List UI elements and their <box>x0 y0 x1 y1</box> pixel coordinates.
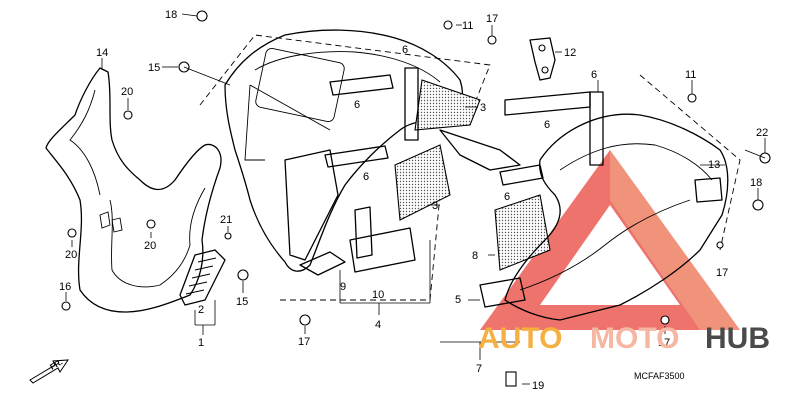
bracket-12[interactable] <box>529 37 556 81</box>
callout-11-top: 11 <box>462 20 473 32</box>
bolt-17-bottom[interactable] <box>299 314 311 326</box>
ref-box-upper <box>199 34 491 116</box>
bolt-21[interactable] <box>224 232 232 240</box>
rubber-strip-6a[interactable] <box>329 74 394 96</box>
callout-16: 16 <box>59 281 71 293</box>
bolt-17-lower[interactable] <box>660 315 670 325</box>
callout-15-left: 15 <box>148 62 160 74</box>
callout-19: 19 <box>532 380 544 392</box>
callout-labels: 18 11 17 12 15 14 20 6 6 3 6 6 11 22 13 … <box>59 9 768 392</box>
bolt-18-top[interactable] <box>196 10 208 22</box>
callout-6b: 6 <box>354 99 360 111</box>
callout-18-top: 18 <box>165 9 177 21</box>
rubber-strip-6b[interactable] <box>404 67 419 141</box>
bolt-19[interactable] <box>505 371 517 387</box>
callout-2: 2 <box>198 304 204 316</box>
bolt-20-mid[interactable] <box>146 219 156 229</box>
callout-10: 10 <box>372 289 384 301</box>
watermark-hub: HUB <box>705 322 770 355</box>
rubber-strip-6f[interactable] <box>499 164 544 186</box>
callout-3-lower: 3 <box>432 200 438 212</box>
callout-8: 8 <box>472 250 478 262</box>
callout-12: 12 <box>564 47 576 59</box>
watermark-auto: AUTO <box>478 322 562 355</box>
callout-6c: 6 <box>363 171 369 183</box>
callout-6d: 6 <box>591 69 597 81</box>
callout-5: 5 <box>455 294 461 306</box>
insulator-8[interactable] <box>494 194 551 271</box>
callout-3-upper: 3 <box>480 102 486 114</box>
bolt-18-right[interactable] <box>752 199 764 211</box>
diagram-code: MCFAF3500 <box>634 371 685 381</box>
callout-17-lower: 17 <box>658 337 670 349</box>
bolt-16[interactable] <box>61 301 71 311</box>
rubber-strip-6c[interactable] <box>324 145 389 168</box>
insulator-3-upper[interactable] <box>414 79 481 131</box>
callout-17-top: 17 <box>486 13 498 25</box>
front-direction-arrow: FR. <box>29 357 69 384</box>
callout-14: 14 <box>96 47 108 59</box>
watermark-moto: MOTO <box>590 322 679 355</box>
callout-20-mid: 20 <box>144 240 156 252</box>
callout-1: 1 <box>198 337 204 349</box>
callout-6a: 6 <box>402 44 408 56</box>
callout-18-right: 18 <box>750 177 762 189</box>
callout-17-right: 17 <box>716 267 728 279</box>
bolt-20-left[interactable] <box>123 110 133 120</box>
rubber-strip-6d[interactable] <box>504 91 591 116</box>
watermark-logo <box>480 150 740 330</box>
callout-17-bottom: 17 <box>298 336 310 348</box>
rubber-strip-6e[interactable] <box>589 91 604 166</box>
seal-10[interactable] <box>349 227 416 273</box>
bolt-20-bottom[interactable] <box>67 228 77 238</box>
seal-9[interactable] <box>354 206 373 259</box>
callout-6f: 6 <box>504 191 510 203</box>
watermark-text: AUTO MOTO HUB <box>478 322 770 355</box>
callout-20-left: 20 <box>121 86 133 98</box>
bolt-17-top[interactable] <box>487 35 497 45</box>
callout-7: 7 <box>476 363 482 375</box>
bolt-11-top[interactable] <box>443 20 453 30</box>
callout-11-right: 11 <box>685 69 696 81</box>
callout-21: 21 <box>220 214 232 226</box>
callout-20-bottom: 20 <box>65 249 77 261</box>
right-lower-cowl[interactable] <box>479 113 729 321</box>
callout-9: 9 <box>340 281 346 293</box>
bolt-17-right[interactable] <box>716 241 724 249</box>
callout-6e: 6 <box>544 119 550 131</box>
insulator-3-lower[interactable] <box>394 144 451 221</box>
bracket-13[interactable] <box>694 177 723 203</box>
leader-lines <box>65 13 766 385</box>
bolt-11-right[interactable] <box>687 93 697 103</box>
callout-15-bottom: 15 <box>236 296 248 308</box>
ref-box-right <box>639 74 741 251</box>
bolt-15-bottom[interactable] <box>237 269 249 281</box>
inner-cowl-bracket[interactable] <box>284 129 521 276</box>
callout-4: 4 <box>375 319 381 331</box>
callout-22: 22 <box>756 127 768 139</box>
vent-grille[interactable] <box>179 249 226 306</box>
left-side-cowl[interactable] <box>45 67 222 313</box>
callout-13: 13 <box>708 159 720 171</box>
